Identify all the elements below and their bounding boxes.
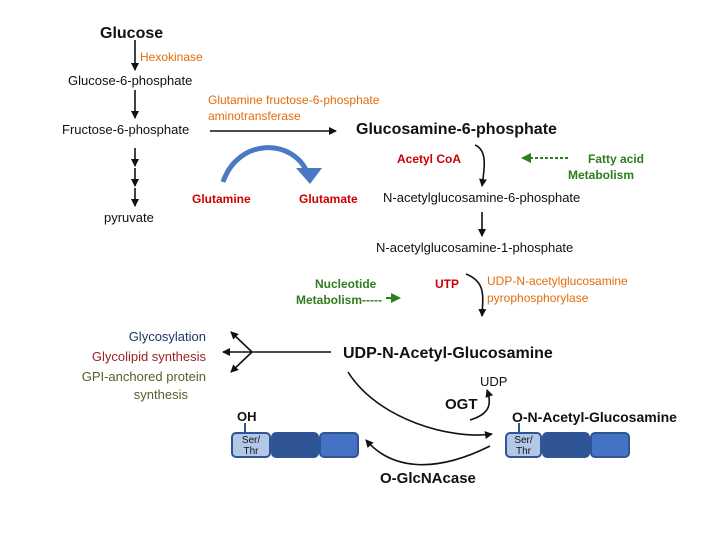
pyrophosphorylase-label-1: UDP-N-acetylglucosamine bbox=[487, 274, 628, 288]
protein-domain-left-1 bbox=[271, 432, 319, 458]
glutamate-label: Glutamate bbox=[299, 192, 358, 206]
pyrophosphorylase-label-2: pyrophosphorylase bbox=[487, 291, 589, 305]
branch-up bbox=[230, 331, 253, 353]
gfat-label-1: Glutamine fructose-6-phosphate bbox=[208, 93, 380, 107]
f6p-label: Fructose-6-phosphate bbox=[62, 122, 190, 137]
glycosylation-label: Glycosylation bbox=[128, 329, 206, 344]
thr-label-right: Thr bbox=[516, 446, 531, 457]
oh-label: OH bbox=[237, 409, 257, 424]
ser-label-left: Ser/ bbox=[241, 435, 261, 446]
glutamine-curved-arrow bbox=[220, 145, 310, 183]
acetylcoa-label: Acetyl CoA bbox=[397, 152, 462, 166]
ser-thr-residue-right bbox=[505, 432, 542, 458]
arrow-glcn6p-glcnac6p bbox=[474, 144, 487, 187]
oglcnac-label: O-N-Acetyl-Glucosamine bbox=[512, 409, 677, 425]
udp-release-arrow bbox=[469, 389, 494, 421]
pyruvate-label: pyruvate bbox=[104, 210, 154, 225]
udpglcnac-label: UDP-N-Acetyl-Glucosamine bbox=[343, 345, 553, 362]
ser-thr-label-right: Ser/ Thr bbox=[505, 435, 542, 457]
glucose-label: Glucose bbox=[100, 25, 164, 42]
ogt-arrow bbox=[347, 371, 493, 439]
gpi-label-2: synthesis bbox=[133, 387, 188, 402]
glcnac6p-label: N-acetylglucosamine-6-phosphate bbox=[383, 190, 581, 205]
branch-down bbox=[230, 351, 253, 373]
g6p-label: Glucose-6-phosphate bbox=[68, 73, 193, 88]
oga-arrow bbox=[365, 439, 491, 466]
fatty-acid-label-2: Metabolism bbox=[568, 168, 635, 182]
udp-label: UDP bbox=[480, 374, 508, 389]
glcn6p-label: Glucosamine-6-phosphate bbox=[356, 121, 557, 138]
glutamine-label: Glutamine bbox=[192, 192, 251, 206]
gfat-label-2: aminotransferase bbox=[208, 109, 301, 123]
thr-label-left: Thr bbox=[243, 446, 259, 457]
hexokinase-label: Hexokinase bbox=[140, 50, 203, 64]
ser-thr-residue-left bbox=[231, 432, 271, 458]
nucleotide-label-1: Nucleotide bbox=[315, 277, 377, 291]
glcnac1p-label: N-acetylglucosamine-1-phosphate bbox=[376, 240, 574, 255]
ser-label-right: Ser/ bbox=[514, 435, 533, 446]
glutamine-arrowhead bbox=[296, 168, 322, 184]
protein-domain-right-2 bbox=[590, 432, 630, 458]
protein-domain-right-1 bbox=[542, 432, 590, 458]
arrow-glcnac1p-udpglcnac bbox=[465, 273, 487, 317]
ser-thr-label-left: Ser/ Thr bbox=[231, 435, 271, 457]
gpi-label-1: GPI-anchored protein bbox=[81, 369, 206, 384]
protein-domain-left-2 bbox=[319, 432, 359, 458]
fatty-acid-label-1: Fatty acid bbox=[588, 152, 645, 166]
ogt-label: OGT bbox=[445, 396, 478, 413]
glycolipid-label: Glycolipid synthesis bbox=[91, 349, 206, 364]
ogase-label: O-GlcNAcase bbox=[380, 470, 476, 487]
nucleotide-label-2: Metabolism----- bbox=[296, 293, 382, 307]
utp-label: UTP bbox=[435, 277, 459, 291]
